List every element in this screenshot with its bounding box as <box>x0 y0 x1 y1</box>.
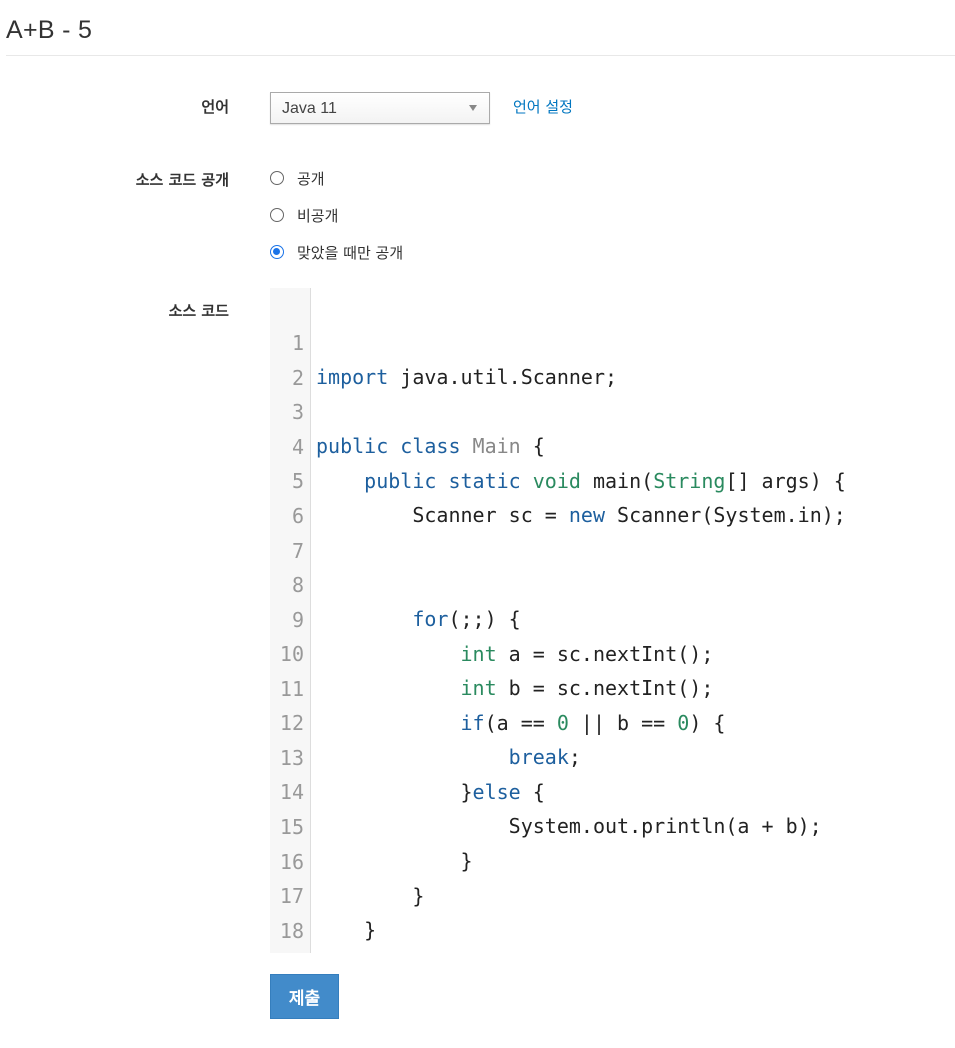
code-line-content: break; <box>508 745 581 769</box>
code-line: 4 public static void main(String[] args)… <box>270 396 955 493</box>
line-number: 9 <box>291 608 304 632</box>
language-select-value: Java 11 <box>282 100 337 117</box>
code-line-content: } <box>316 884 425 908</box>
code-line-content: int b = sc.nextInt(); <box>460 676 714 700</box>
visibility-option-label: 공개 <box>297 169 325 188</box>
language-settings-link[interactable]: 언어 설정 <box>513 98 573 116</box>
title-divider <box>6 55 955 56</box>
line-number: 2 <box>291 366 304 390</box>
code-line: 14 System.out.println(a + b); <box>270 741 955 838</box>
code-line-content: } <box>316 918 377 942</box>
code-line: 3 public class Main { <box>270 361 955 458</box>
code-line: 17 } <box>270 845 955 942</box>
line-number: 10 <box>279 642 304 666</box>
code-line: 11 if(a == 0 || b == 0) { <box>270 638 955 735</box>
code-line-content: Scanner sc = new Scanner(System.in); <box>316 503 846 527</box>
line-number: 11 <box>279 677 304 701</box>
code-line-content: System.out.println(a + b); <box>316 814 822 838</box>
code-line: 16 } <box>270 811 955 908</box>
line-number: 1 <box>291 331 304 355</box>
line-number: 16 <box>279 850 304 874</box>
line-number: 5 <box>291 469 304 493</box>
visibility-option-label: 비공개 <box>297 206 339 225</box>
line-number: 15 <box>279 815 304 839</box>
line-number: 14 <box>279 780 304 804</box>
line-number: 18 <box>279 919 304 943</box>
language-label: 언어 <box>201 98 229 116</box>
visibility-label: 소스 코드 공개 <box>135 171 229 189</box>
visibility-option-label: 맞았을 때만 공개 <box>297 243 404 262</box>
code-line-content: public class Main { <box>316 434 545 458</box>
code-line: 18 } <box>270 880 955 943</box>
code-line: 1 import java.util.Scanner; <box>270 292 955 389</box>
code-line: 10 int b = sc.nextInt(); <box>270 603 955 700</box>
visibility-option-accepted-only[interactable]: 맞았을 때만 공개 <box>270 241 403 263</box>
language-select[interactable]: Java 11 <box>270 92 490 124</box>
radio-button-selected[interactable] <box>270 245 284 259</box>
radio-button[interactable] <box>270 208 284 222</box>
code-line-content: int a = sc.nextInt(); <box>460 642 714 666</box>
code-line-content: public static void main(String[] args) { <box>364 469 846 493</box>
line-number: 6 <box>291 504 304 528</box>
line-number: 7 <box>291 539 304 563</box>
code-line: 12 break; <box>270 672 955 769</box>
code-line-content: } <box>316 849 473 873</box>
page-title: A+B - 5 <box>6 16 93 44</box>
line-number: 3 <box>291 400 304 424</box>
line-number: 17 <box>279 884 304 908</box>
line-number: 19 <box>270 948 304 953</box>
code-line: 8 for(;;) { <box>270 534 955 631</box>
code-line: 5 Scanner sc = new Scanner(System.in); <box>270 430 955 527</box>
code-line-content: if(a == 0 || b == 0) { <box>460 711 726 735</box>
code-line: 19 <box>270 914 955 948</box>
code-line: 7 <box>270 500 955 563</box>
line-number: 4 <box>291 435 304 459</box>
chevron-down-icon <box>469 105 477 111</box>
code-line: 9 int a = sc.nextInt(); <box>270 569 955 666</box>
code-line-content: for(;;) { <box>412 607 521 631</box>
code-line: 2 <box>270 327 955 390</box>
source-code-label: 소스 코드 <box>168 302 229 320</box>
visibility-option-public[interactable]: 공개 <box>270 167 325 189</box>
code-line: 15 } <box>270 776 955 873</box>
line-number: 8 <box>291 573 304 597</box>
line-number: 12 <box>279 711 304 735</box>
code-line: 6 <box>270 465 955 528</box>
radio-button[interactable] <box>270 171 284 185</box>
submit-button[interactable]: 제출 <box>270 974 339 1019</box>
code-line: 13 }else { <box>270 707 955 804</box>
code-line-content: import java.util.Scanner; <box>316 365 618 389</box>
line-number: 13 <box>279 746 304 770</box>
visibility-option-private[interactable]: 비공개 <box>270 204 338 226</box>
code-line-content: }else { <box>316 780 545 804</box>
line-number-gutter <box>270 288 311 953</box>
code-editor[interactable]: 1 import java.util.Scanner; 2 3 public c… <box>270 288 955 953</box>
